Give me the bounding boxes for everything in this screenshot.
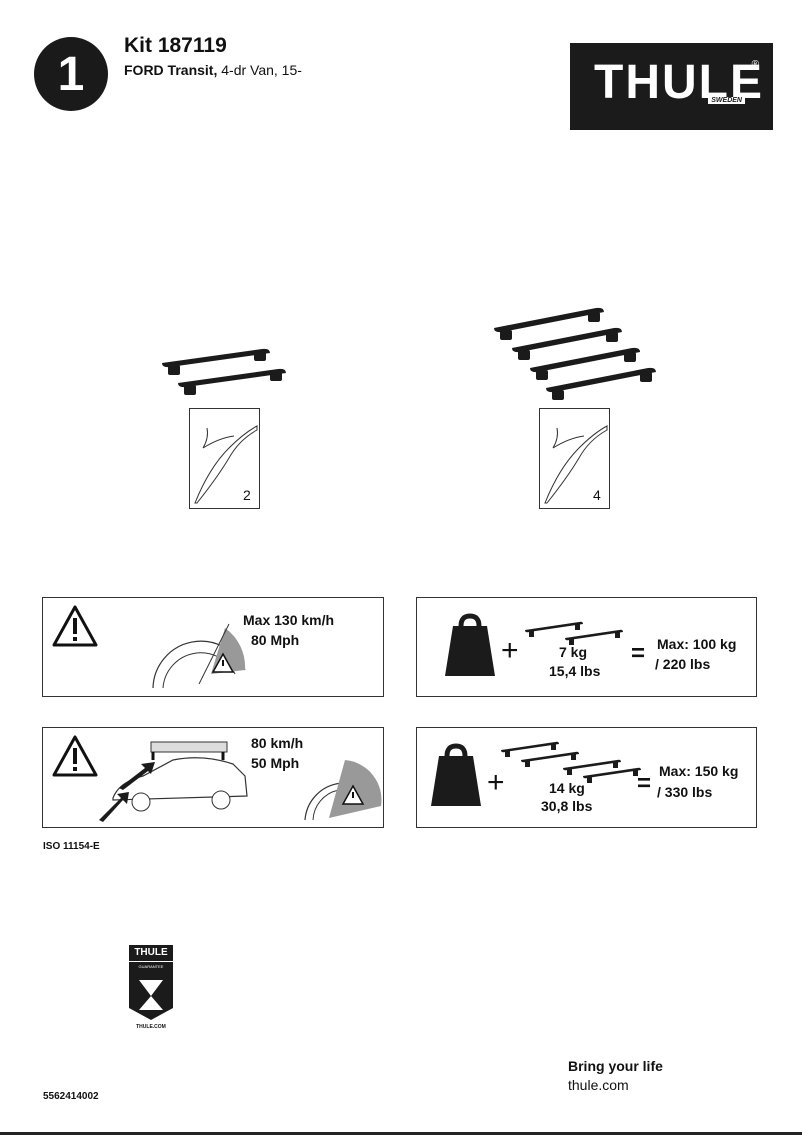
load-capacity-four-bars-box: + 14 kg 30,8 lbs = Max: 150 kg / 330 lbs bbox=[416, 727, 757, 828]
loaded-speed-kmh: 80 km/h bbox=[251, 735, 304, 751]
guarantee-shield-icon bbox=[129, 962, 173, 1020]
website[interactable]: thule.com bbox=[568, 1077, 629, 1093]
guarantee-label: GUARANTEE bbox=[138, 964, 164, 969]
max-load-kg: Max: 150 kg bbox=[659, 763, 739, 779]
vehicle-detail: 4-dr Van, 15- bbox=[217, 62, 302, 78]
loaded-speed-warning-box: 80 km/h 50 Mph bbox=[42, 727, 384, 828]
four-bars-illustration bbox=[494, 307, 656, 400]
max-load-kg: Max: 100 kg bbox=[657, 636, 737, 652]
speedometer-icon bbox=[304, 760, 382, 821]
car-with-load-illustration bbox=[99, 741, 248, 822]
bar-count-2: 2 bbox=[243, 487, 251, 503]
guarantee-url: THULE.COM bbox=[136, 1024, 166, 1030]
speedometer-icon bbox=[152, 623, 246, 689]
plus-sign: + bbox=[487, 766, 505, 799]
bars-weight-lbs: 15,4 lbs bbox=[549, 663, 601, 679]
weight-icon bbox=[431, 743, 481, 806]
four-bars-small-icon bbox=[501, 741, 641, 783]
vehicle-make-model: FORD Transit, bbox=[124, 62, 218, 78]
guarantee-brand: THULE bbox=[129, 945, 173, 961]
bar-count-4: 4 bbox=[593, 487, 601, 503]
two-bars-illustration bbox=[162, 348, 286, 395]
weight-icon bbox=[445, 613, 495, 676]
kit-title: Kit 187119 bbox=[124, 34, 227, 57]
equals-sign: = bbox=[631, 640, 646, 667]
vehicle-info: FORD Transit, 4-dr Van, 15- bbox=[124, 62, 302, 78]
loaded-speed-mph: 50 Mph bbox=[251, 755, 300, 771]
max-load-lbs: / 330 lbs bbox=[657, 784, 713, 800]
instruction-booklet-icon bbox=[539, 408, 610, 509]
speed-warning-box: Max 130 km/h 80 Mph bbox=[42, 597, 384, 697]
iso-standard: ISO 11154-E bbox=[43, 841, 100, 852]
plus-sign: + bbox=[501, 634, 519, 667]
logo-registered-mark: ® bbox=[751, 59, 759, 70]
guarantee-badge: THULE GUARANTEE THULE.COM bbox=[126, 942, 176, 1036]
max-speed-mph: 80 Mph bbox=[251, 632, 300, 648]
footer-divider bbox=[0, 1132, 802, 1135]
logo-sub: SWEDEN bbox=[708, 97, 745, 104]
tagline: Bring your life bbox=[568, 1058, 663, 1074]
step-number: 1 bbox=[57, 47, 85, 101]
part-number: 5562414002 bbox=[43, 1091, 99, 1102]
step-number-badge: 1 bbox=[34, 37, 108, 111]
thule-logo: THULE ® SWEDEN bbox=[570, 43, 773, 130]
warning-triangle-icon bbox=[52, 605, 98, 647]
load-capacity-two-bars-box: + 7 kg 15,4 lbs = Max: 100 kg / 220 lbs bbox=[416, 597, 757, 697]
max-speed-kmh: Max 130 km/h bbox=[243, 612, 335, 628]
instruction-booklet-icon bbox=[189, 408, 260, 509]
bars-weight-lbs: 30,8 lbs bbox=[541, 798, 593, 814]
bars-weight-kg: 14 kg bbox=[549, 780, 585, 796]
bars-weight-kg: 7 kg bbox=[559, 644, 588, 660]
max-load-lbs: / 220 lbs bbox=[655, 656, 711, 672]
warning-triangle-icon bbox=[52, 735, 98, 777]
two-bars-small-icon bbox=[525, 621, 623, 645]
equals-sign: = bbox=[637, 770, 652, 797]
